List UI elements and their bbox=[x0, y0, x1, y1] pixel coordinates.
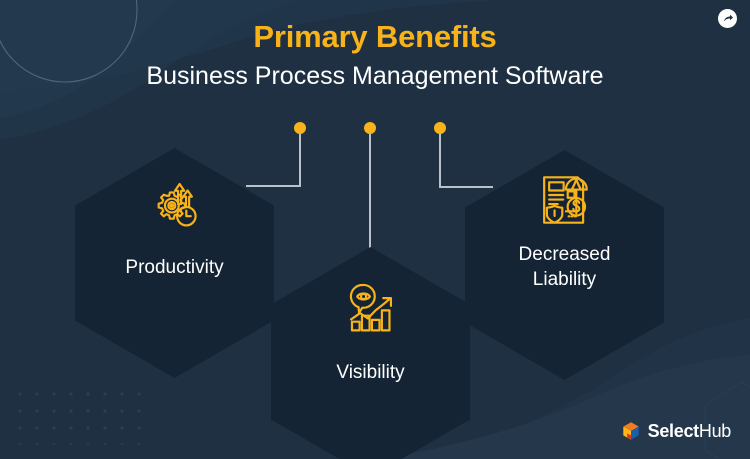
connector-dot-liability bbox=[434, 122, 446, 134]
benefit-label-liability: Decreased Liability bbox=[518, 244, 611, 290]
benefit-label-visibility: Visibility bbox=[336, 362, 405, 383]
connector-dot-visibility bbox=[364, 122, 376, 134]
gear-clock-arrows-icon bbox=[157, 182, 197, 227]
header: Primary Benefits Business Process Manage… bbox=[0, 18, 750, 93]
document-umbrella-shield-dollar-icon bbox=[542, 176, 588, 224]
page-subtitle: Business Process Management Software bbox=[146, 62, 604, 90]
connector-dot-productivity bbox=[294, 122, 306, 134]
logo-hub-text: Hub bbox=[698, 421, 731, 441]
selecthub-cube-icon bbox=[622, 422, 639, 440]
share-arrow-icon bbox=[723, 14, 733, 21]
connector-liability bbox=[434, 122, 493, 188]
logo-select-text: Select bbox=[647, 421, 700, 441]
connector-visibility bbox=[364, 122, 376, 250]
connector-productivity bbox=[246, 122, 306, 187]
selecthub-wordmark: SelectHub bbox=[647, 421, 732, 441]
share-button[interactable] bbox=[718, 9, 737, 28]
benefit-hexagon-productivity[interactable]: Productivity bbox=[75, 148, 274, 378]
benefit-label-productivity: Productivity bbox=[125, 257, 224, 278]
eye-bar-chart-growth-icon bbox=[349, 283, 392, 332]
page-title: Primary Benefits bbox=[253, 19, 497, 54]
benefit-hexagon-liability[interactable]: Decreased Liability bbox=[465, 150, 664, 380]
benefit-hexagon-visibility[interactable]: Visibility bbox=[271, 247, 470, 459]
selecthub-logo[interactable]: SelectHub bbox=[620, 420, 731, 442]
